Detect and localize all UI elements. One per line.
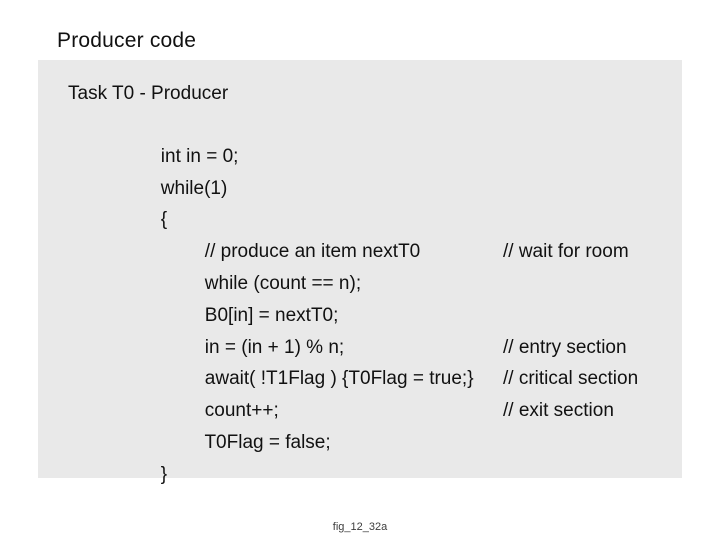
code-header: Task T0 - Producer xyxy=(68,83,229,104)
code-line-text: await( !T1Flag ) {T0Flag = true;} xyxy=(204,368,474,390)
code-line-comment: // wait for room xyxy=(503,241,629,263)
code-line: // produce an item nextT0 xyxy=(38,204,682,262)
code-line: await( !T1Flag ) {T0Flag = true;} // ent… xyxy=(38,332,682,390)
code-line-text: while(1) xyxy=(160,177,228,199)
code-line-text: count++; xyxy=(204,400,279,422)
code-lines: int in = 0; while(1) { // produce an ite… xyxy=(38,109,682,485)
figure-caption: fig_12_32a xyxy=(332,521,388,533)
slide-title: Producer code xyxy=(57,29,197,52)
code-line: int in = 0; xyxy=(38,109,682,167)
code-line: T0Flag = false; // exit section xyxy=(38,395,682,453)
code-line-text: T0Flag = false; xyxy=(204,431,331,453)
code-line: B0[in] = nextT0; xyxy=(38,268,682,326)
code-line: while (count == n); // wait for room xyxy=(38,236,682,294)
code-panel: Task T0 - Producer int in = 0; while(1) … xyxy=(38,60,682,485)
code-line: in = (in + 1) % n; xyxy=(38,300,682,358)
code-line: } xyxy=(38,427,682,485)
code-line-comment: // critical section xyxy=(503,368,639,390)
code-line-text: } xyxy=(160,463,168,485)
code-line-text: B0[in] = nextT0; xyxy=(204,304,339,326)
code-line-text: { xyxy=(160,209,168,231)
code-line-text: while (count == n); xyxy=(204,272,362,294)
code-line-comment: // exit section xyxy=(503,400,614,422)
code-line: while(1) xyxy=(38,141,682,199)
code-line: { xyxy=(38,173,682,230)
code-line-text: int in = 0; xyxy=(160,145,239,167)
code-line: count++; // critical section xyxy=(38,363,682,421)
code-line-text: in = (in + 1) % n; xyxy=(204,336,345,358)
code-line-text: // produce an item nextT0 xyxy=(204,241,421,263)
code-line-comment: // entry section xyxy=(503,336,627,358)
